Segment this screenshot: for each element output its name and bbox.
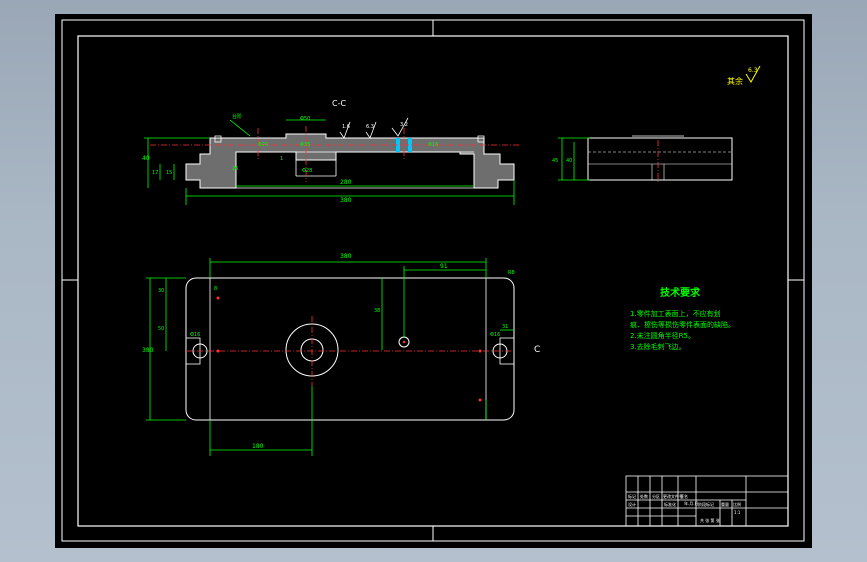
tb-label-doc: 更改文件号 [663,493,683,499]
plan-dim-left-h1: 50 [158,326,164,332]
plan-dim-vertical-mid: 38 [374,308,380,314]
plan-dim-left-v: 30 [158,288,164,294]
dim-bore: Φ35 [300,142,310,148]
centering-marks [62,20,804,541]
roughness-note: 其余 6.3 [727,65,761,86]
dim-depth: 1 [280,156,283,162]
dim-bottom: Φ28 [302,168,312,174]
tb-label-date: 年.月.日 [684,500,699,506]
dim-overall-length: 380 [340,197,352,204]
dim-step-w: 26 [232,166,238,172]
tech-requirements: 技术要求 1.零件加工表面上，不应有划 痕、擦伤等损伤零件表面的缺陷。 2.未注… [630,286,735,351]
dim-step-h2: 15 [166,170,172,176]
plan-dim-offset: 91 [440,263,448,270]
dim-hole: Φ20 [258,142,268,148]
plan-hole-right: Φ16 [490,332,500,338]
tb-scale-value: 1:1 [734,510,741,515]
plan-side-letter: C [534,345,540,355]
dim-hole-right: Φ16 [428,142,438,148]
inner-frame [77,35,789,527]
title-block-text: 标记 处数 分区 更改文件号 签名 年.月.日 设计 标准化 阶段标记 重量 比… [628,493,741,523]
tb-sheet: 共 张 第 张 [700,517,720,523]
title-block [625,475,789,527]
roughness-mark-3: 3.2 [400,122,408,128]
side-view: 45 40 [552,135,733,184]
side-dim-inner: 40 [566,158,572,164]
roughness-mark-2: 6.3 [366,124,374,130]
section-label: C-C [332,99,346,108]
dim-height: 40 [142,155,150,162]
side-dim-height: 45 [552,158,558,164]
outer-frame [61,19,805,542]
plan-dim-height: 380 [142,347,154,354]
section-view: C-C [142,99,520,205]
plan-slot: R8 [508,270,515,276]
tech-req-item-2: 痕、擦伤等损伤零件表面的缺陷。 [630,320,735,329]
tb-designer: 设计 [628,501,636,507]
dim-bore-top: Φ50 [300,116,310,122]
plan-dim-small: 8 [214,286,217,292]
plan-dim-right: 31 [502,324,508,330]
plan-hole-left: Φ16 [190,332,200,338]
tb-label-mark: 标记 [628,493,636,499]
roughness-note-text: 其余 [727,76,743,86]
tb-weight: 重量 [721,501,729,507]
dim-inner-length: 280 [340,179,352,186]
plan-dim-width: 380 [340,253,352,260]
roughness-mark-1: 1.6 [342,124,350,130]
tb-scale: 比例 [733,501,741,507]
side-label: 台阶 [232,113,242,120]
tb-label-sign: 签名 [680,493,688,499]
dim-step-h1: 17 [152,170,158,176]
roughness-value: 6.3 [748,67,758,74]
tb-stage: 阶段标记 [698,501,714,507]
tech-req-title: 技术要求 [660,286,701,299]
tb-label-count: 处数 [640,493,648,499]
tb-label-zone: 分区 [652,493,660,499]
tech-req-item-1: 1.零件加工表面上，不应有划 [630,309,721,318]
tech-req-item-3: 2.未注圆角半径R5。 [630,331,695,340]
cad-viewport[interactable] [55,14,812,548]
plan-view: 380 91 380 50 30 38 180 8 31 Φ16 Φ16 R8 … [142,253,540,456]
plan-dim-bottom: 180 [252,443,264,450]
tech-req-item-4: 3.去除毛刺飞边。 [630,342,686,351]
tb-standard: 标准化 [664,501,676,507]
